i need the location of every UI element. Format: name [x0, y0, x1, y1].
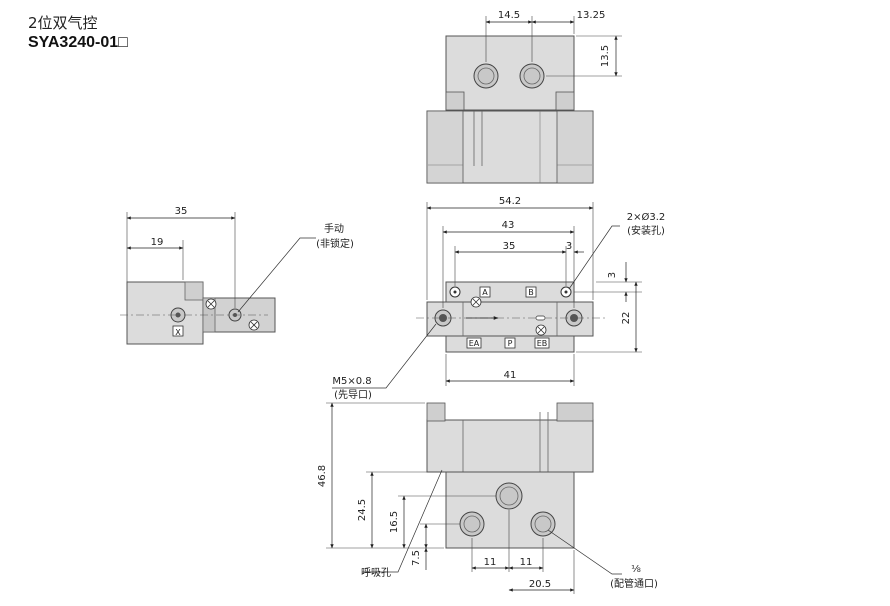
dim-14-5: 14.5 [498, 10, 520, 21]
dim-3-horizontal: 3 [566, 241, 572, 252]
port-p-label: P [508, 339, 513, 348]
dim-22: 22 [621, 312, 632, 325]
side-view [120, 212, 316, 345]
top-view [426, 16, 622, 184]
dim-7-5: 7.5 [411, 550, 422, 566]
dim-41: 41 [504, 370, 517, 381]
dim-16-5: 16.5 [389, 511, 400, 533]
model-number: SYA3240-01□ [28, 34, 128, 51]
port-a-label: A [482, 288, 488, 297]
bottom-view [326, 402, 622, 594]
dim-side-19: 19 [151, 237, 164, 248]
dim-13-5: 13.5 [600, 45, 611, 67]
manual-label: 手动 [324, 222, 344, 235]
pipe-port-note: (配管通口) [610, 577, 658, 590]
port-ea-label: EA [469, 339, 480, 348]
dim-43: 43 [502, 220, 515, 231]
port-x-label: X [175, 328, 181, 337]
mount-hole-note: (安装孔) [627, 224, 665, 237]
manual-note: (非锁定) [316, 237, 354, 250]
dim-46-8: 46.8 [317, 465, 328, 487]
dim-11-right: 11 [520, 557, 533, 568]
dim-54-2: 54.2 [499, 196, 521, 207]
dim-13-25: 13.25 [577, 10, 606, 21]
dim-11-left: 11 [484, 557, 497, 568]
pipe-port-size: ⅛ [631, 564, 641, 575]
port-eb-label: EB [537, 339, 548, 348]
dim-front-35: 35 [503, 241, 516, 252]
pilot-port-label: M5×0.8 [332, 376, 371, 387]
port-b-label: B [528, 288, 534, 297]
dim-24-5: 24.5 [357, 499, 368, 521]
dim-side-35: 35 [175, 206, 188, 217]
front-view [332, 202, 642, 389]
pilot-port-note: (先导口) [334, 389, 372, 401]
dim-20-5: 20.5 [529, 579, 551, 590]
model-subtitle: 2位双气控 [28, 14, 98, 32]
dim-3-vertical: 3 [607, 272, 618, 278]
mount-hole-label: 2×Ø3.2 [627, 211, 666, 223]
breather-label: 呼吸孔 [361, 567, 391, 579]
